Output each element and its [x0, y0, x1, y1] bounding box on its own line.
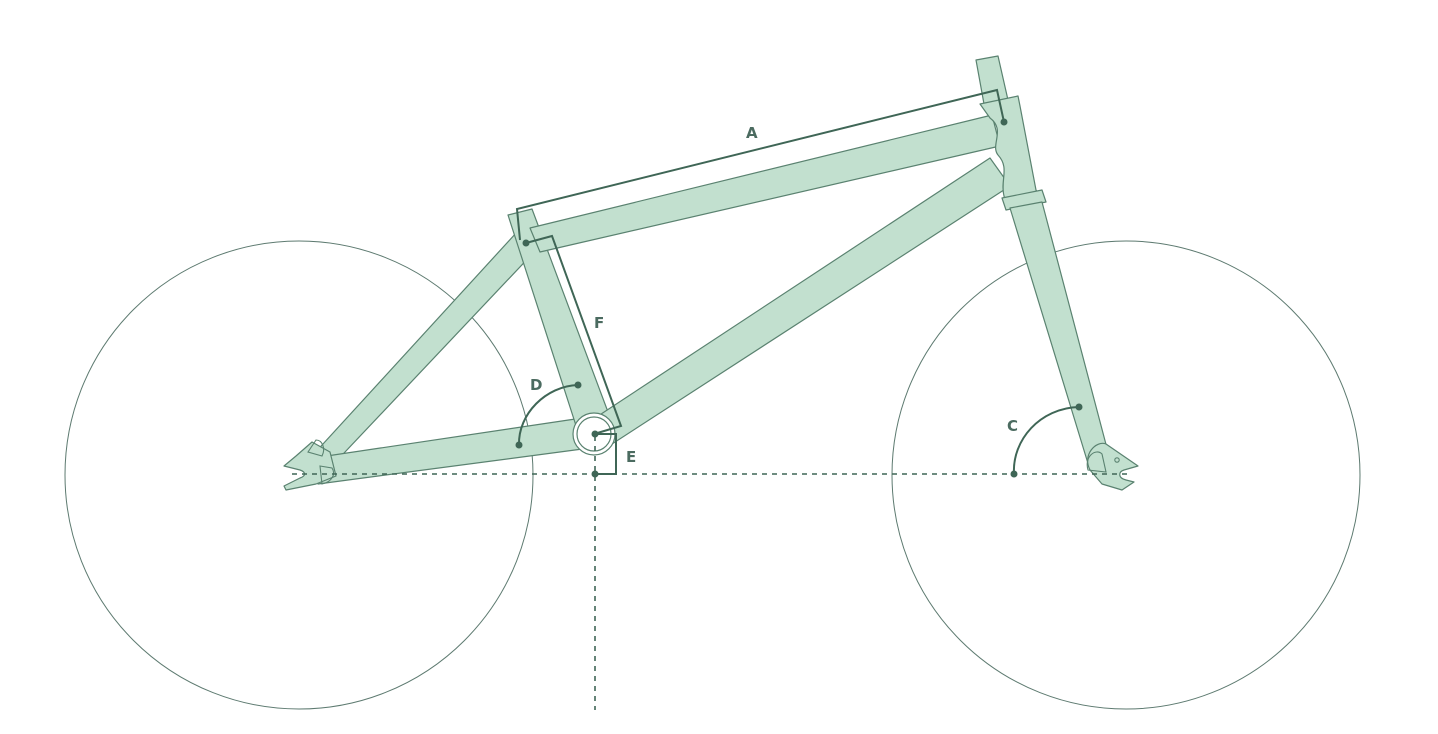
- measure-a-line: [515, 88, 1005, 241]
- point-a-start: [522, 239, 530, 247]
- rear-wheel: [64, 240, 534, 710]
- point-c-end: [1075, 403, 1083, 411]
- rear-dropout-plate-lower: [319, 465, 335, 485]
- point-d-end: [574, 381, 582, 389]
- measure-c-arc: [1012, 406, 1080, 475]
- headset-ring: [1001, 189, 1047, 211]
- point-bb-center: [591, 430, 599, 438]
- label-d: D: [530, 376, 543, 394]
- label-c: C: [1007, 417, 1019, 435]
- point-a-end: [1000, 118, 1008, 126]
- steerer-tube: [975, 55, 1009, 105]
- front-dropout: [1087, 442, 1139, 491]
- point-d-start: [515, 441, 523, 449]
- label-a: A: [746, 124, 758, 142]
- front-dropout-hole: [1114, 457, 1120, 463]
- rear-dropout-plate-upper: [307, 439, 325, 457]
- front-dropout-plate: [1086, 451, 1107, 473]
- point-c-start: [1010, 470, 1018, 478]
- front-wheel: [891, 240, 1361, 710]
- label-e: E: [626, 448, 637, 466]
- label-f: F: [594, 314, 605, 332]
- measure-f-line: [525, 234, 623, 435]
- measure-d-arc: [517, 384, 579, 446]
- point-bb-vertical: [591, 470, 599, 478]
- measure-e-line: [595, 433, 617, 475]
- fork: [1009, 201, 1109, 471]
